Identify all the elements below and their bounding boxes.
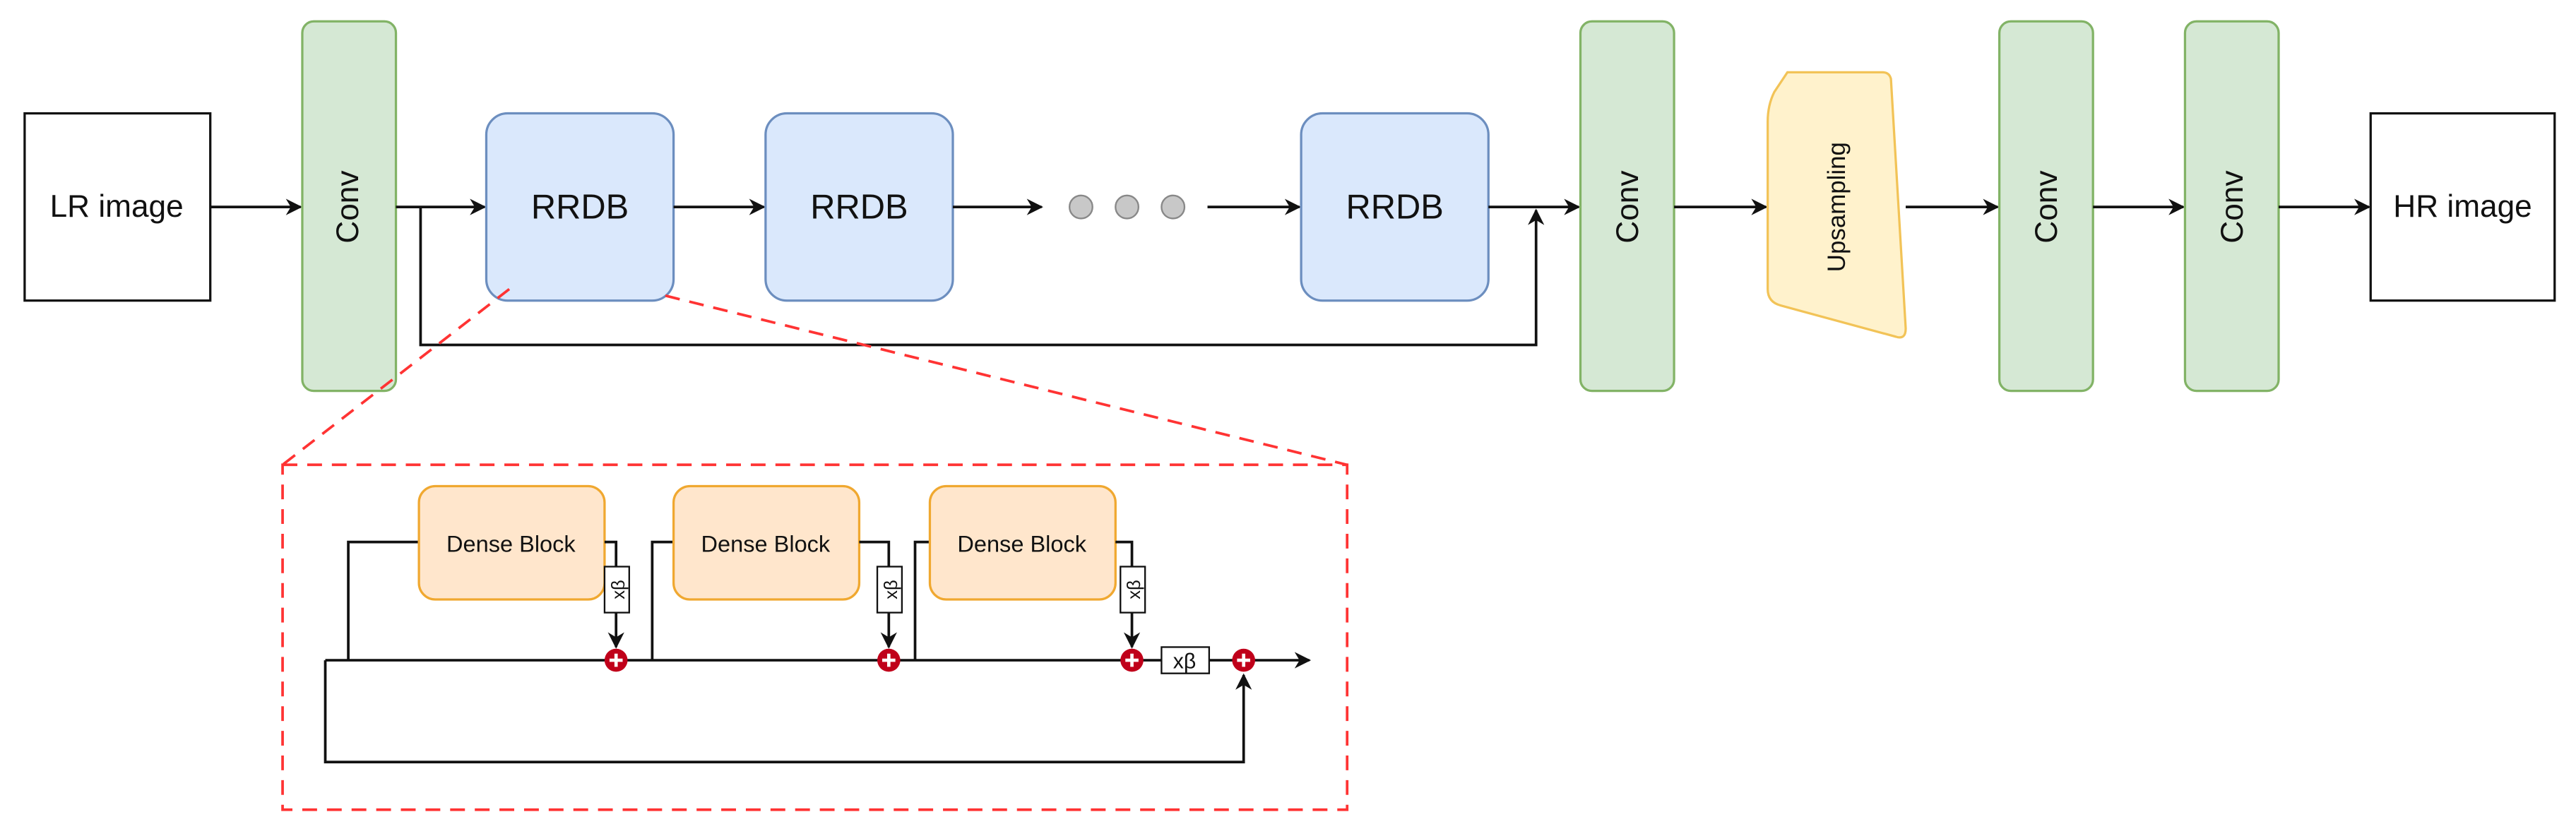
conv-block-4: Conv [2183,20,2280,393]
input-label: LR image [50,189,184,224]
global-skip-connection [419,207,1545,347]
upsampling-block: Upsampling [1767,71,1907,339]
dense-block-label: Dense Block [701,532,831,557]
residual-skip [324,660,1252,764]
rrdb-block-3: RRDB [1300,112,1490,302]
ellipsis-dots [1068,194,1186,220]
conv-label: Conv [2029,171,2064,244]
svg-text:xβ: xβ [609,580,629,599]
svg-text:xβ: xβ [882,580,901,599]
beta-scale-2: xβ [876,566,903,614]
svg-text:xβ: xβ [1124,580,1144,599]
svg-text:xβ: xβ [1173,650,1197,674]
dense-block-label: Dense Block [446,532,576,557]
rrdb-label: RRDB [1346,188,1444,226]
conv-block-3: Conv [1998,20,2094,393]
beta-scale-3: xβ [1120,566,1146,614]
conv-label: Conv [2215,171,2250,244]
dense-block-3: Dense Block [928,484,1117,601]
zoom-callout [281,287,1349,811]
plus-circle-icon [1120,648,1144,672]
rrdb-detail: Dense Block Dense Block Dense Block xβ x… [324,484,1312,764]
upsampling-label: Upsampling [1823,142,1851,272]
input-box: LR image [23,112,212,302]
dense-block-2: Dense Block [672,484,861,601]
plus-circle-icon [604,648,628,672]
rrdb-block-1: RRDB [485,112,675,302]
rrdb-block-2: RRDB [764,112,954,302]
plus-circle-icon [877,648,901,672]
conv-block-2: Conv [1579,20,1675,393]
conv-label: Conv [1610,171,1645,244]
output-label: HR image [2393,189,2532,224]
conv-block-1: Conv [301,20,398,393]
conv-label: Conv [331,171,365,244]
dense-block-label: Dense Block [957,532,1086,557]
rrdb-label: RRDB [810,188,908,226]
rrdb-label: RRDB [531,188,629,226]
dense-block-1: Dense Block [417,484,606,601]
beta-scale-4: xβ [1161,646,1211,674]
plus-circle-icon [1232,648,1255,672]
output-box: HR image [2369,112,2556,302]
beta-scale-1: xβ [603,566,630,614]
